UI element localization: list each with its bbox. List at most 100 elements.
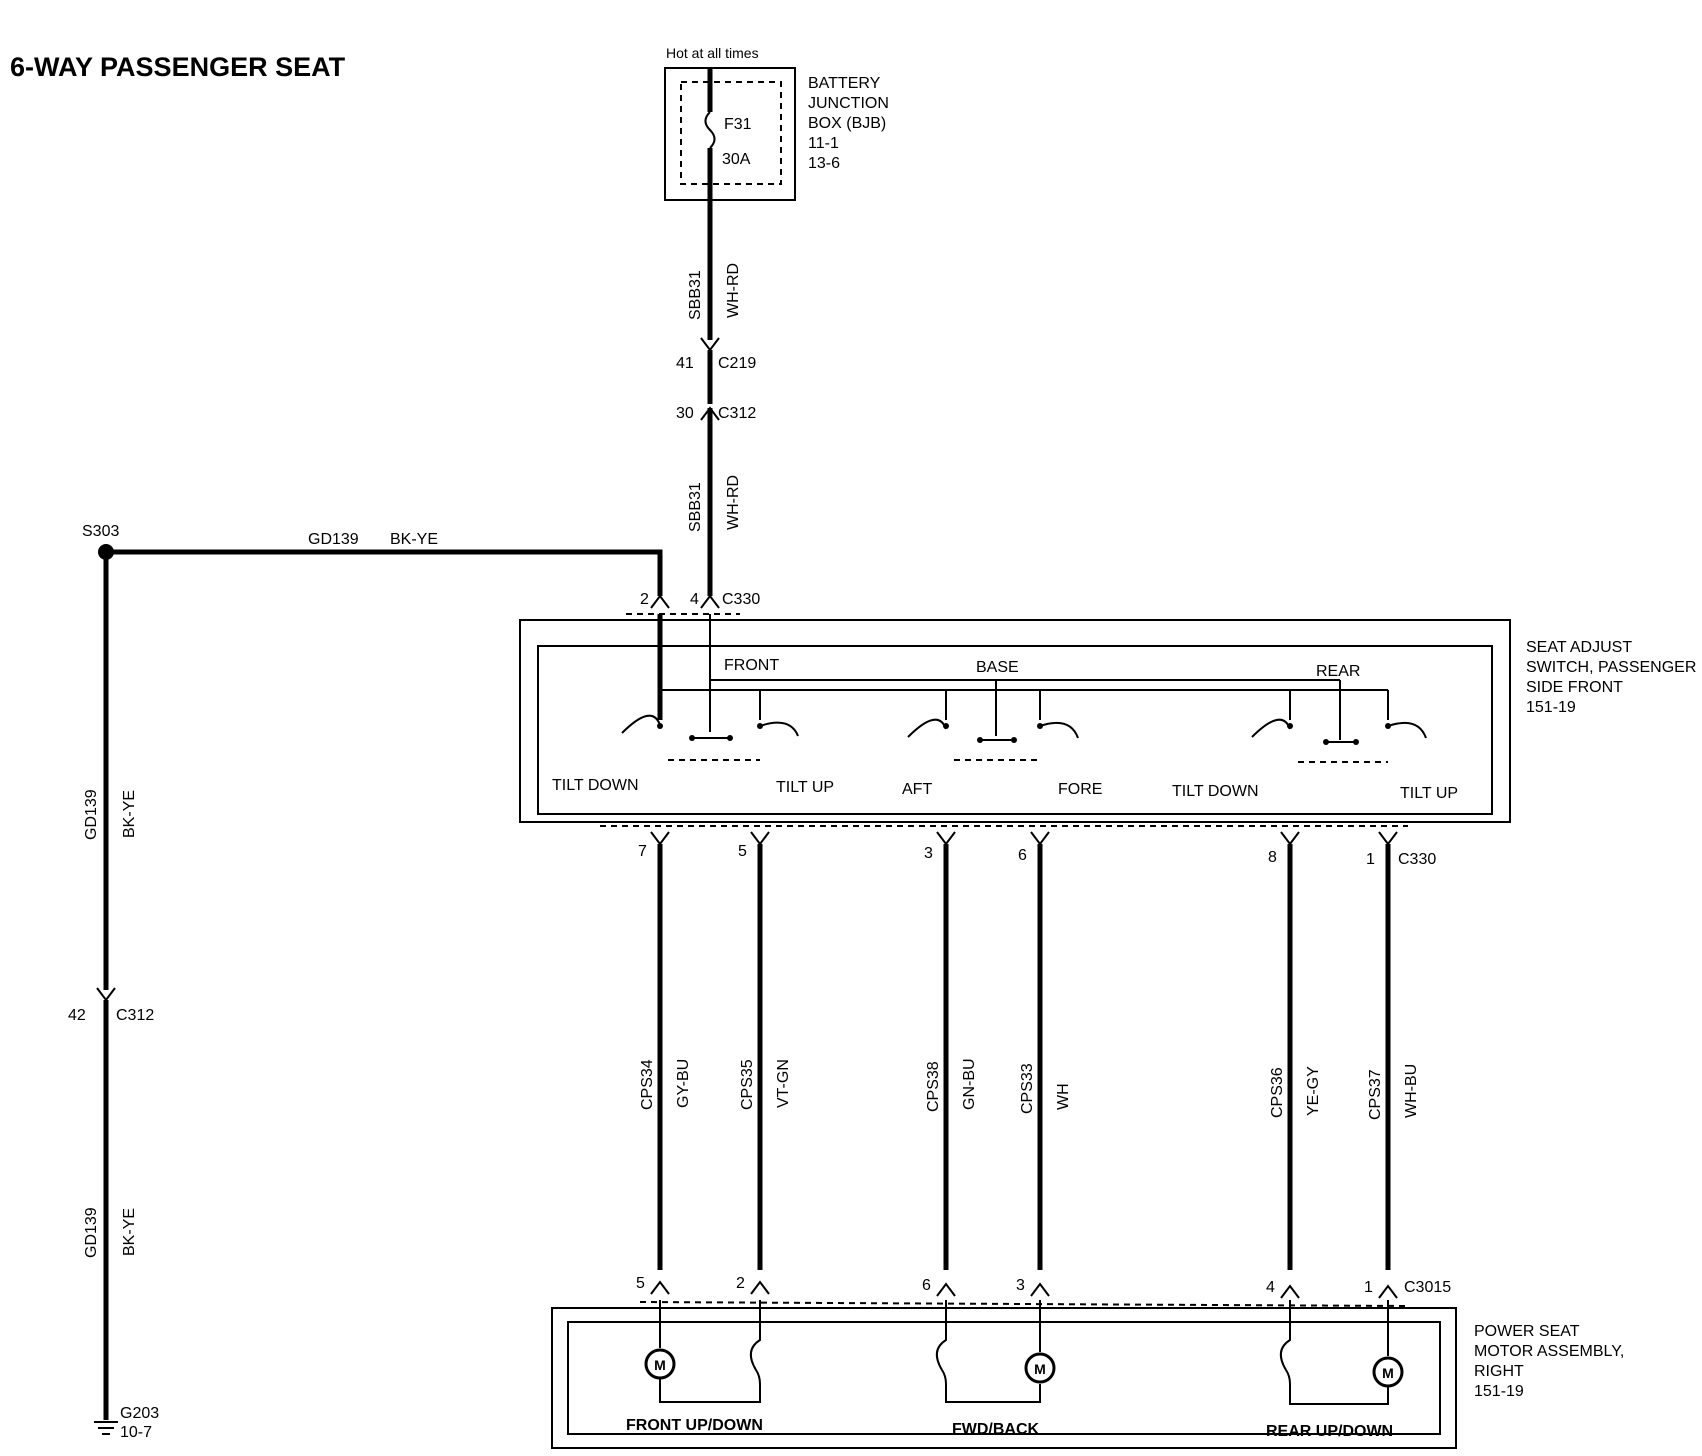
rear-motor-label: REAR UP/DOWN	[1266, 1423, 1393, 1440]
motor-assembly-outer	[551, 1307, 1457, 1449]
switch-name-3: SIDE FRONT	[1526, 679, 1623, 696]
fwdback-motor-icon	[1024, 1352, 1056, 1384]
wire-2-color: VT-GN	[775, 1059, 792, 1108]
group-base-label: BASE	[976, 659, 1019, 676]
front-motor-symbol: M	[654, 1357, 666, 1373]
fuse-rating: 30A	[722, 151, 751, 168]
wire-4-color: WH	[1055, 1083, 1072, 1110]
c3015-connector: 5 2 6 3 4 1 C3015	[636, 1275, 1451, 1307]
pos-tilt-down-rear: TILT DOWN	[1172, 783, 1259, 800]
feed-wire: SBB31 WH-RD 41 C219 30 C312 SBB31 WH-RD	[676, 200, 756, 596]
wire-1-circuit: CPS34	[639, 1059, 656, 1110]
fwdback-motor-feed-icon	[935, 1300, 947, 1385]
fwdback-motor-symbol: M	[1034, 1361, 1046, 1377]
rear-motor-symbol: M	[1382, 1365, 1394, 1381]
bjb-outline	[664, 67, 796, 201]
c330-bottom-pin-7: 7	[638, 843, 647, 860]
ground-color-lower: BK-YE	[121, 1208, 138, 1256]
ground-name: G203	[120, 1405, 159, 1422]
feed-circuit-lower: SBB31	[687, 482, 704, 532]
motor-assembly: POWER SEAT MOTOR ASSEMBLY, RIGHT 151-19 …	[551, 1300, 1624, 1449]
c3015-pin-3: 3	[1016, 1277, 1025, 1294]
fwdback-motor-label: FWD/BACK	[952, 1421, 1040, 1438]
c330-top-label: C330	[722, 591, 760, 608]
supply-label: Hot at all times	[666, 45, 759, 61]
wire-6-circuit: CPS37	[1367, 1069, 1384, 1120]
pos-fore: FORE	[1058, 781, 1102, 798]
switch-outer-outline	[519, 619, 1511, 823]
c330-pin4-icon	[700, 594, 720, 609]
ground-color-upper: BK-YE	[121, 790, 138, 838]
c219-label: C219	[718, 355, 756, 372]
wire-6-color: WH-BU	[1403, 1064, 1420, 1118]
motor-assembly-inner	[567, 1321, 1441, 1435]
pos-tilt-up-front: TILT UP	[776, 779, 834, 796]
base-switch-contacts	[907, 718, 1079, 761]
c330-top-connector: 2 4 C330	[626, 591, 760, 615]
group-rear-label: REAR	[1316, 663, 1360, 680]
wire-4-circuit: CPS33	[1019, 1063, 1036, 1114]
splice-color: BK-YE	[390, 531, 438, 548]
c330-bottom-pin-8: 8	[1268, 849, 1277, 866]
c3015-pin-4: 4	[1266, 1279, 1275, 1296]
c3015-pin-1: 1	[1364, 1279, 1373, 1296]
diagram-title: 6-WAY PASSENGER SEAT	[10, 52, 346, 82]
bjb-name-5: 13-6	[808, 155, 840, 172]
seat-adjust-switch: SEAT ADJUST SWITCH, PASSENGER SIDE FRONT…	[519, 614, 1696, 823]
ground-circuit-upper: GD139	[83, 789, 100, 840]
c330-bottom-pin-6: 6	[1018, 847, 1027, 864]
c330-pin2-icon	[650, 594, 670, 609]
switch-name-2: SWITCH, PASSENGER	[1526, 659, 1696, 676]
wire-3-color: GN-BU	[961, 1058, 978, 1110]
feed-circuit-upper: SBB31	[687, 270, 704, 320]
c312-ground-label: C312	[116, 1007, 154, 1024]
fuse-f31-icon	[704, 111, 716, 149]
motor-assembly-name-4: 151-19	[1474, 1383, 1524, 1400]
fuse-label: F31	[724, 116, 752, 133]
ground-circuit: S303 GD139 BK-YE GD139 BK-YE 42 C312 GD1…	[68, 523, 663, 1441]
motor-assembly-name-1: POWER SEAT	[1474, 1323, 1580, 1340]
c3015-pin-6: 6	[922, 1277, 931, 1294]
c330-top-pin-4: 4	[690, 591, 699, 608]
c219-pin: 41	[676, 355, 694, 372]
front-motor-label: FRONT UP/DOWN	[626, 1417, 763, 1434]
c330-bottom-connector: 7 5 3 6 8 1 C330	[600, 825, 1436, 868]
c3015-pin-2: 2	[736, 1275, 745, 1292]
switch-name-1: SEAT ADJUST	[1526, 639, 1632, 656]
rear-motor-feed-icon	[1279, 1300, 1291, 1385]
wire-1-color: GY-BU	[675, 1059, 692, 1108]
ground-ref: 10-7	[120, 1424, 152, 1441]
battery-junction-box: Hot at all times F31 30A BATTERY JUNCTIO…	[664, 45, 889, 201]
feed-color-upper: WH-RD	[725, 263, 742, 318]
wire-5-color: YE-GY	[1305, 1066, 1322, 1116]
front-switch-contacts	[621, 714, 799, 761]
c330-bottom-pin-5: 5	[738, 843, 747, 860]
wire-2-circuit: CPS35	[739, 1059, 756, 1110]
bjb-name-2: JUNCTION	[808, 95, 889, 112]
c330-bottom-label: C330	[1398, 851, 1436, 868]
pos-tilt-up-rear: TILT UP	[1400, 785, 1458, 802]
c3015-pin-5: 5	[636, 1275, 645, 1292]
bjb-name-4: 11-1	[808, 135, 839, 152]
switch-name-4: 151-19	[1526, 699, 1576, 716]
motor-assembly-name-2: MOTOR ASSEMBLY,	[1474, 1343, 1624, 1360]
splice-label: S303	[82, 523, 119, 540]
wire-5-circuit: CPS36	[1269, 1067, 1286, 1118]
bjb-inner-dashed	[680, 81, 782, 185]
splice-circuit: GD139	[308, 531, 359, 548]
wire-3-circuit: CPS38	[925, 1061, 942, 1112]
c312-top-pin: 30	[676, 405, 694, 422]
ground-symbol-icon	[94, 1421, 118, 1435]
motor-wires: CPS34 GY-BU CPS35 VT-GN CPS38 GN-BU CPS3…	[639, 844, 1420, 1270]
front-motor-feed-icon	[749, 1300, 761, 1385]
c312-ground-pin: 42	[68, 1007, 86, 1024]
pos-aft: AFT	[902, 781, 932, 798]
c3015-label: C3015	[1404, 1279, 1451, 1296]
pos-tilt-down-front: TILT DOWN	[552, 777, 639, 794]
feed-color-lower: WH-RD	[725, 475, 742, 530]
group-front-label: FRONT	[724, 657, 779, 674]
c312-top-label: C312	[718, 405, 756, 422]
bjb-name-3: BOX (BJB)	[808, 115, 886, 132]
c330-bottom-pin-3: 3	[924, 845, 933, 862]
